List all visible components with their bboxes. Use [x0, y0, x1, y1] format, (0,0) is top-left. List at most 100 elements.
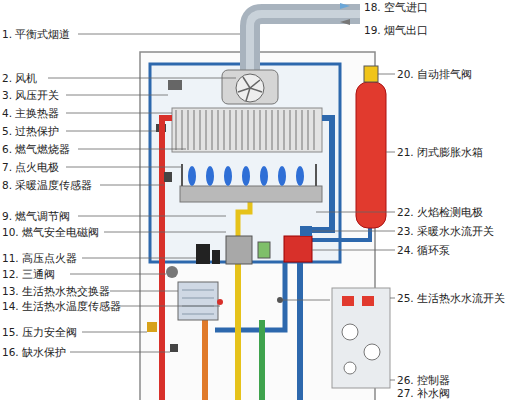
- leader-lines: [48, 34, 395, 380]
- flow-switch: [300, 226, 312, 236]
- callout-label: 27. 补水阀: [397, 387, 450, 399]
- expansion-tank: [356, 82, 386, 228]
- control-dial: [342, 324, 358, 340]
- gas-burner: [180, 186, 322, 202]
- air-pressure-switch: [168, 80, 182, 90]
- dhw-flow-switch: [277, 297, 283, 303]
- callout-label: 19. 烟气出口: [364, 24, 428, 36]
- leader-line: [104, 232, 226, 233]
- leader-line: [78, 149, 186, 150]
- leader-line: [48, 78, 236, 79]
- fan-blades: [238, 77, 262, 101]
- leader-line: [70, 274, 166, 275]
- callout-label: 24. 循环泵: [397, 244, 450, 256]
- flame: [242, 166, 250, 186]
- leader-line: [78, 216, 226, 217]
- leader-line: [66, 113, 172, 114]
- callout-label: 2. 风机: [2, 72, 37, 84]
- main-heat-exchanger: [172, 108, 322, 152]
- circulation-pump: [284, 236, 312, 262]
- indicator: [342, 296, 354, 306]
- dhw-heat-exchanger: [178, 282, 218, 320]
- leader-line: [82, 258, 196, 259]
- callout-label: 5. 过热保护: [2, 125, 59, 137]
- gas-solenoid: [258, 242, 270, 258]
- callout-label: 1. 平衡式烟道: [2, 28, 70, 40]
- indicator: [362, 296, 374, 306]
- leader-line: [312, 250, 395, 251]
- callout-label: 7. 点火电极: [2, 161, 59, 173]
- exchanger-plates: [182, 290, 214, 314]
- flame: [188, 166, 196, 186]
- gas-valve: [226, 236, 252, 264]
- fan-housing: [222, 70, 278, 104]
- leader-line: [283, 298, 395, 300]
- leader-line: [70, 352, 170, 353]
- leader-line: [66, 95, 168, 96]
- leader-line: [378, 74, 395, 75]
- heating-return-pipe: [300, 118, 332, 230]
- callout-label: 26. 控制器: [397, 374, 450, 386]
- callout-label: 3. 风压开关: [2, 89, 59, 101]
- callout-label: 4. 主换热器: [2, 107, 59, 119]
- pressure-relief-valve: [147, 322, 157, 332]
- control-dial: [364, 344, 380, 360]
- flames: [188, 166, 304, 186]
- callout-label: 15. 压力安全阀: [2, 326, 77, 338]
- callout-label: 12. 三通阀: [2, 268, 55, 280]
- flame-detection-electrode: [315, 164, 317, 186]
- leader-line: [110, 291, 178, 292]
- controller-panel: [332, 288, 390, 388]
- auto-air-vent: [364, 66, 378, 82]
- callout-label: 14. 生活热水温度传感器: [2, 300, 121, 312]
- leader-line: [390, 380, 395, 381]
- gas-supply-pipe: [238, 202, 250, 238]
- heating-out-stub: [159, 385, 165, 400]
- pump-outlet-pipe: [215, 262, 285, 330]
- flame: [278, 166, 286, 186]
- callout-label: 8. 采暖温度传感器: [2, 179, 92, 191]
- heating-temp-sensor: [164, 172, 172, 182]
- flue-out-arrow: [340, 19, 350, 25]
- fan-wheel: [236, 74, 264, 102]
- callout-label: 21. 闭式膨胀水箱: [397, 146, 483, 158]
- callout-label: 20. 自动排气阀: [397, 68, 472, 80]
- air-in-arrow: [340, 3, 350, 9]
- three-way-valve: [166, 266, 178, 278]
- leader-line: [66, 167, 182, 168]
- callout-label: 9. 燃气调节阀: [2, 210, 70, 222]
- heat-exchanger-fins: [176, 110, 314, 150]
- callout-label: 22. 火焰检测电极: [397, 206, 483, 218]
- dhw-temp-sensor: [217, 299, 223, 305]
- leader-line: [118, 306, 220, 307]
- leader-line: [316, 212, 395, 213]
- heating-outlet-pipe: [202, 320, 208, 400]
- leader-line: [386, 152, 395, 153]
- hot-water-pipe: [259, 320, 265, 400]
- heat-exchanger-body: [172, 108, 322, 152]
- flue-inner-pipe: [250, 14, 360, 78]
- leader-line: [82, 332, 147, 333]
- callout-label: 11. 高压点火器: [2, 252, 77, 264]
- gas-pipe: [235, 262, 241, 400]
- callout-label: 25. 生活热水水流开关: [397, 292, 505, 304]
- leader-line: [100, 185, 164, 186]
- callout-label: 16. 缺水保护: [2, 346, 66, 358]
- callout-label: 10. 燃气安全电磁阀: [2, 226, 99, 238]
- flame: [224, 166, 232, 186]
- callout-label: 23. 采暖水水流开关: [397, 225, 494, 237]
- leader-line: [312, 231, 395, 232]
- flame: [296, 166, 304, 186]
- cold-water-pipe: [297, 262, 303, 400]
- hv-igniter-part: [212, 250, 220, 264]
- flame: [260, 166, 268, 186]
- hv-igniter: [196, 244, 210, 264]
- flame: [206, 166, 214, 186]
- callout-label: 6. 燃气燃烧器: [2, 143, 70, 155]
- callout-label: 13. 生活热水热交换器: [2, 285, 110, 297]
- low-water-protector: [170, 344, 178, 352]
- tank-connection-pipe: [310, 228, 370, 240]
- leader-line: [78, 34, 240, 35]
